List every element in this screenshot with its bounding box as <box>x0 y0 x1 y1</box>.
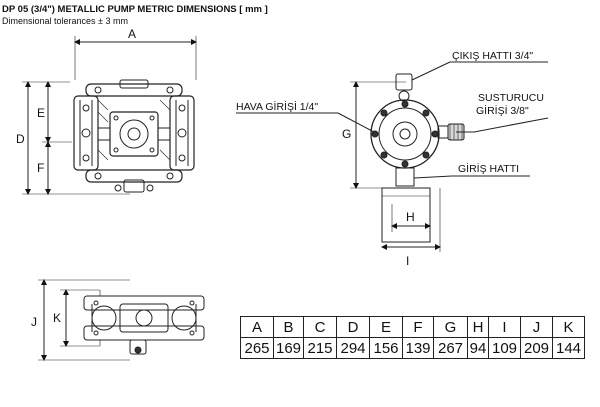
header-cell-i: I <box>488 316 521 338</box>
value-cell-b: 169 <box>273 337 304 359</box>
dimension-header-row: A B C D E F G H I J K <box>240 316 585 338</box>
page-title: DP 05 (3/4") METALLIC PUMP METRIC DIMENS… <box>2 4 268 15</box>
header-cell-c: C <box>303 316 337 338</box>
header-cell-j: J <box>520 316 553 338</box>
value-cell-j: 209 <box>520 337 553 359</box>
value-cell-i: 109 <box>488 337 521 359</box>
header-cell-d: D <box>336 316 370 338</box>
callout-outlet: ÇIKIŞ HATTI 3/4" <box>452 50 533 62</box>
value-cell-f: 139 <box>402 337 434 359</box>
dim-label-g: G <box>342 127 351 141</box>
header-cell-a: A <box>240 316 274 338</box>
value-cell-h: 94 <box>467 337 489 359</box>
dim-label-k: K <box>53 311 61 325</box>
dim-label-e: E <box>37 106 45 120</box>
callout-air-inlet: HAVA GİRİŞİ 1/4" <box>236 100 318 113</box>
header-cell-f: F <box>402 316 434 338</box>
page-subtitle: Dimensional tolerances ± 3 mm <box>2 16 128 26</box>
value-cell-e: 156 <box>369 337 403 359</box>
callout-muffler-line1: SUSTURUCU <box>478 92 544 104</box>
dim-label-f: F <box>37 161 44 175</box>
value-cell-k: 144 <box>552 337 585 359</box>
header-cell-g: G <box>433 316 468 338</box>
side-view <box>236 61 549 252</box>
dim-label-i: I <box>406 254 409 268</box>
dimension-value-row: 265 169 215 294 156 139 267 94 109 209 1… <box>240 337 585 359</box>
value-cell-a: 265 <box>240 337 274 359</box>
header-cell-e: E <box>369 316 403 338</box>
value-cell-g: 267 <box>433 337 468 359</box>
callout-inlet: GİRİŞ HATTI <box>458 162 519 175</box>
value-cell-c: 215 <box>303 337 337 359</box>
dim-label-h: H <box>406 210 415 224</box>
dim-label-a: A <box>128 27 136 41</box>
dim-label-d: D <box>16 132 25 146</box>
header-cell-b: B <box>273 316 304 338</box>
top-view <box>38 279 205 361</box>
value-cell-d: 294 <box>336 337 370 359</box>
front-view <box>22 36 197 195</box>
dimension-table: A B C D E F G H I J K 265 169 215 294 15… <box>240 316 585 359</box>
callout-muffler-line2: GİRİŞİ 3/8" <box>476 104 529 117</box>
header-cell-k: K <box>552 316 585 338</box>
header-cell-h: H <box>467 316 489 338</box>
dim-label-j: J <box>31 315 37 329</box>
